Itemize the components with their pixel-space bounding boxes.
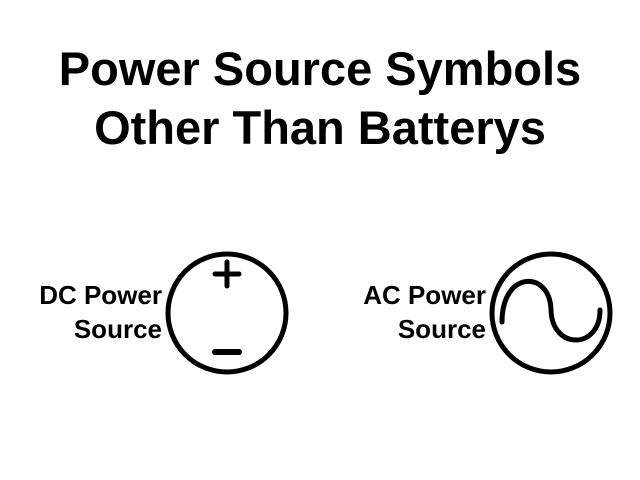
- ac-power-source-label: AC Power Source: [326, 278, 486, 346]
- dc-power-source-label: DC Power Source: [2, 278, 162, 346]
- dc-source-symbol: [165, 251, 289, 375]
- dc-source-circle: [165, 251, 289, 375]
- dc-label-line-1: DC Power: [39, 280, 162, 310]
- title-line-1: Power Source Symbols: [58, 42, 582, 95]
- positive-sign-icon: [212, 259, 242, 289]
- ac-source-symbol: [489, 251, 613, 375]
- dc-label-line-2: Source: [73, 314, 162, 344]
- ac-label-line-1: AC Power: [363, 280, 486, 310]
- ac-label-line-2: Source: [397, 314, 486, 344]
- ac-source-circle: [489, 251, 613, 375]
- title-line-2: Other Than Batterys: [94, 101, 546, 154]
- sine-wave-icon: [499, 279, 603, 343]
